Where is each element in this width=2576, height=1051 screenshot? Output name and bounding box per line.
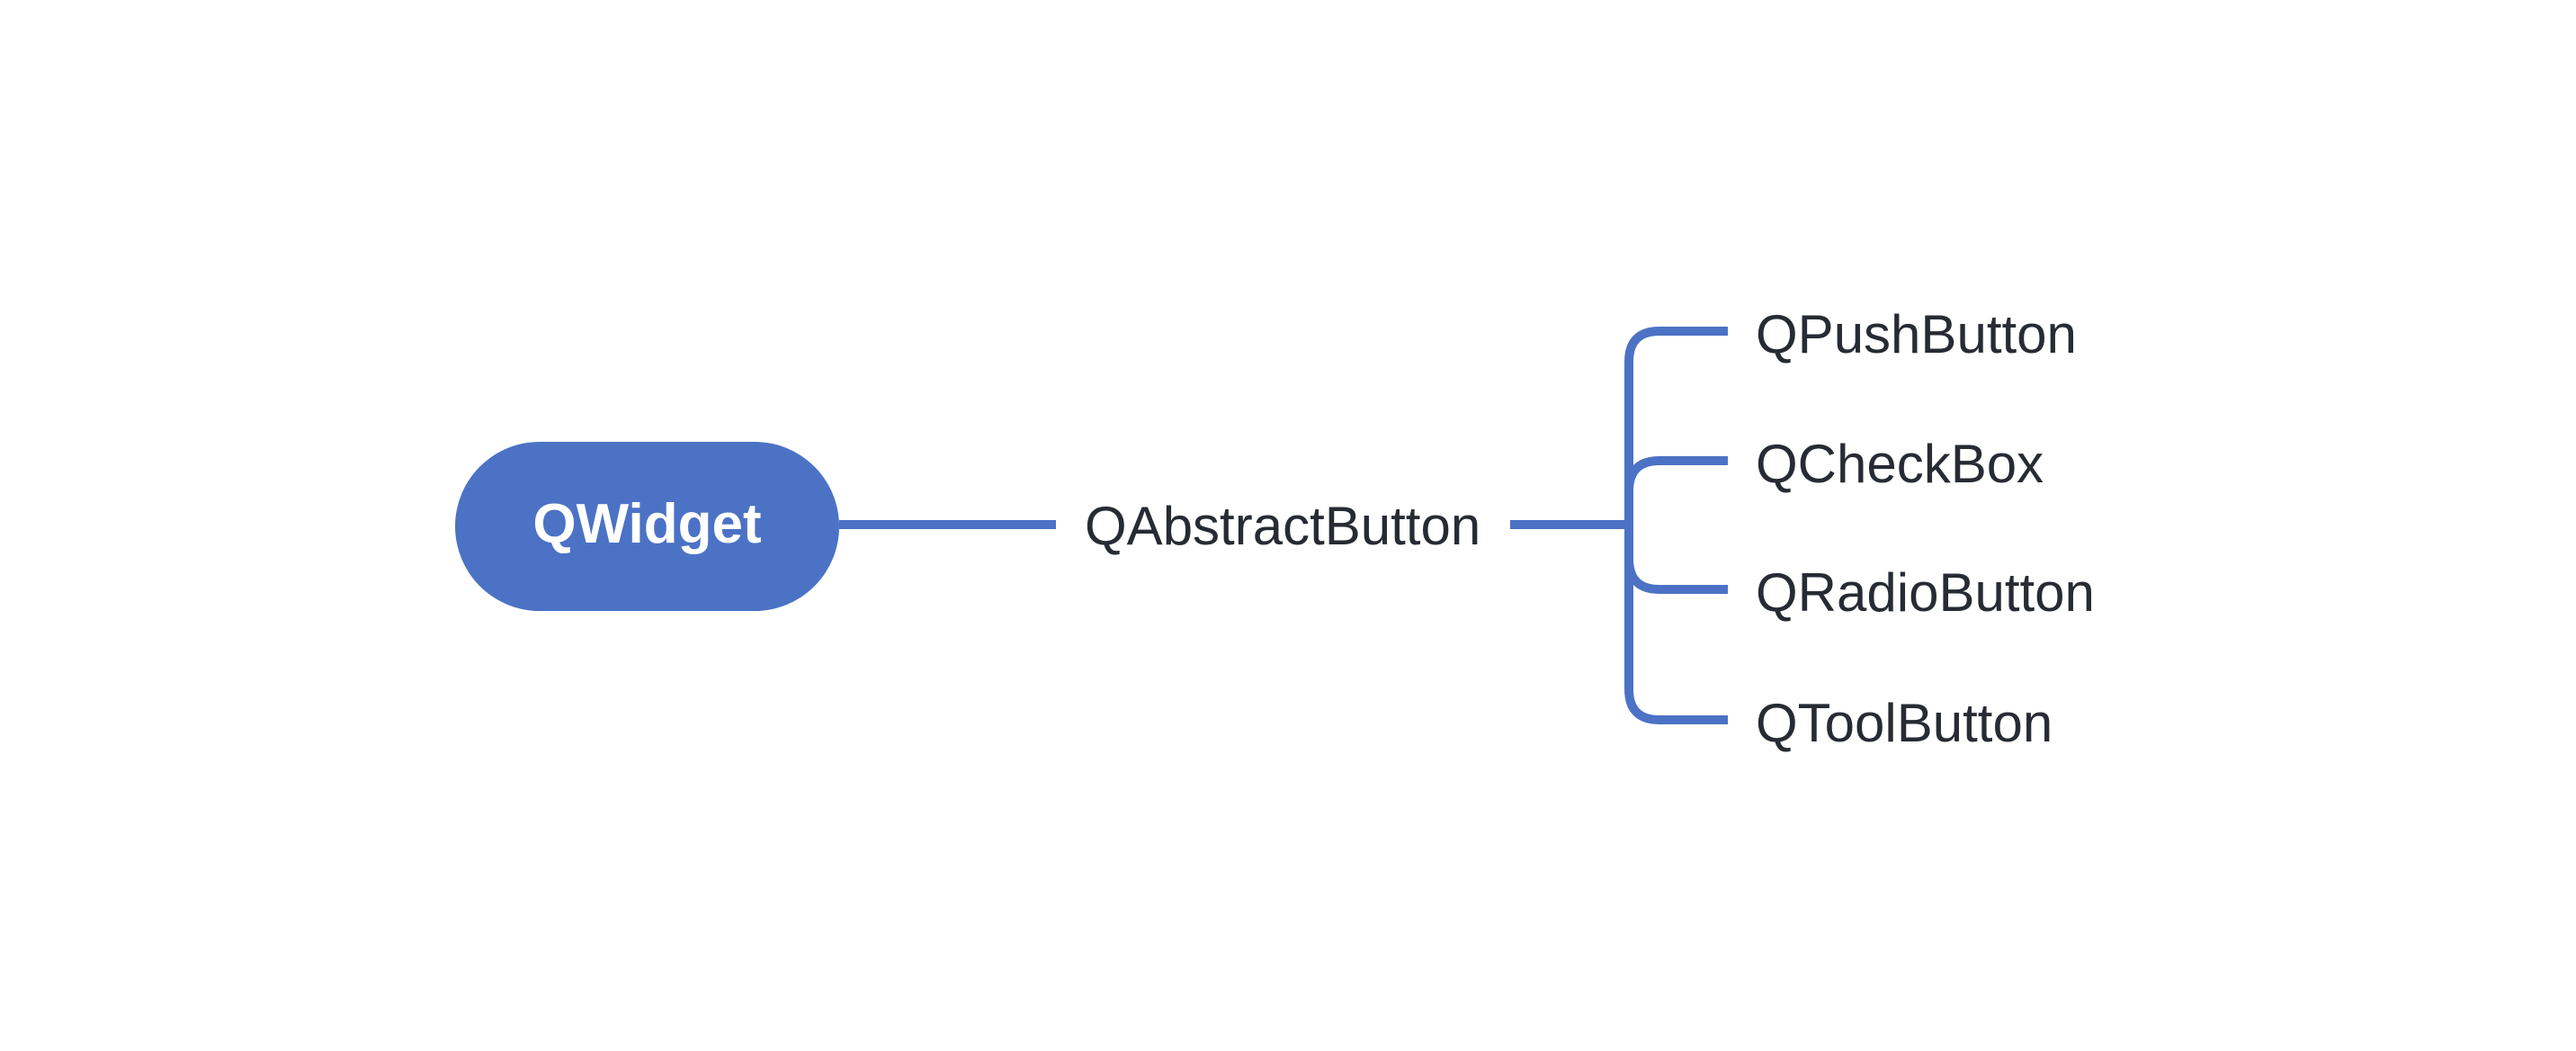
node-qcheckbox[interactable]: QCheckBox xyxy=(1756,434,2044,494)
node-qwidget-label: QWidget xyxy=(532,493,762,555)
node-qtoolbutton[interactable]: QToolButton xyxy=(1756,693,2053,753)
node-qwidget[interactable]: QWidget xyxy=(455,442,839,611)
node-qradiobutton[interactable]: QRadioButton xyxy=(1756,562,2095,623)
connector-branch-qcheckbox xyxy=(1624,456,1728,525)
node-qabstractbutton[interactable]: QAbstractButton xyxy=(1085,496,1481,556)
node-qpushbutton[interactable]: QPushButton xyxy=(1756,304,2077,364)
connector-branch-qtoolbutton xyxy=(1624,525,1728,724)
connector-branch-qradiobutton xyxy=(1624,525,1728,594)
connector-branch-qpushbutton xyxy=(1624,327,1728,525)
